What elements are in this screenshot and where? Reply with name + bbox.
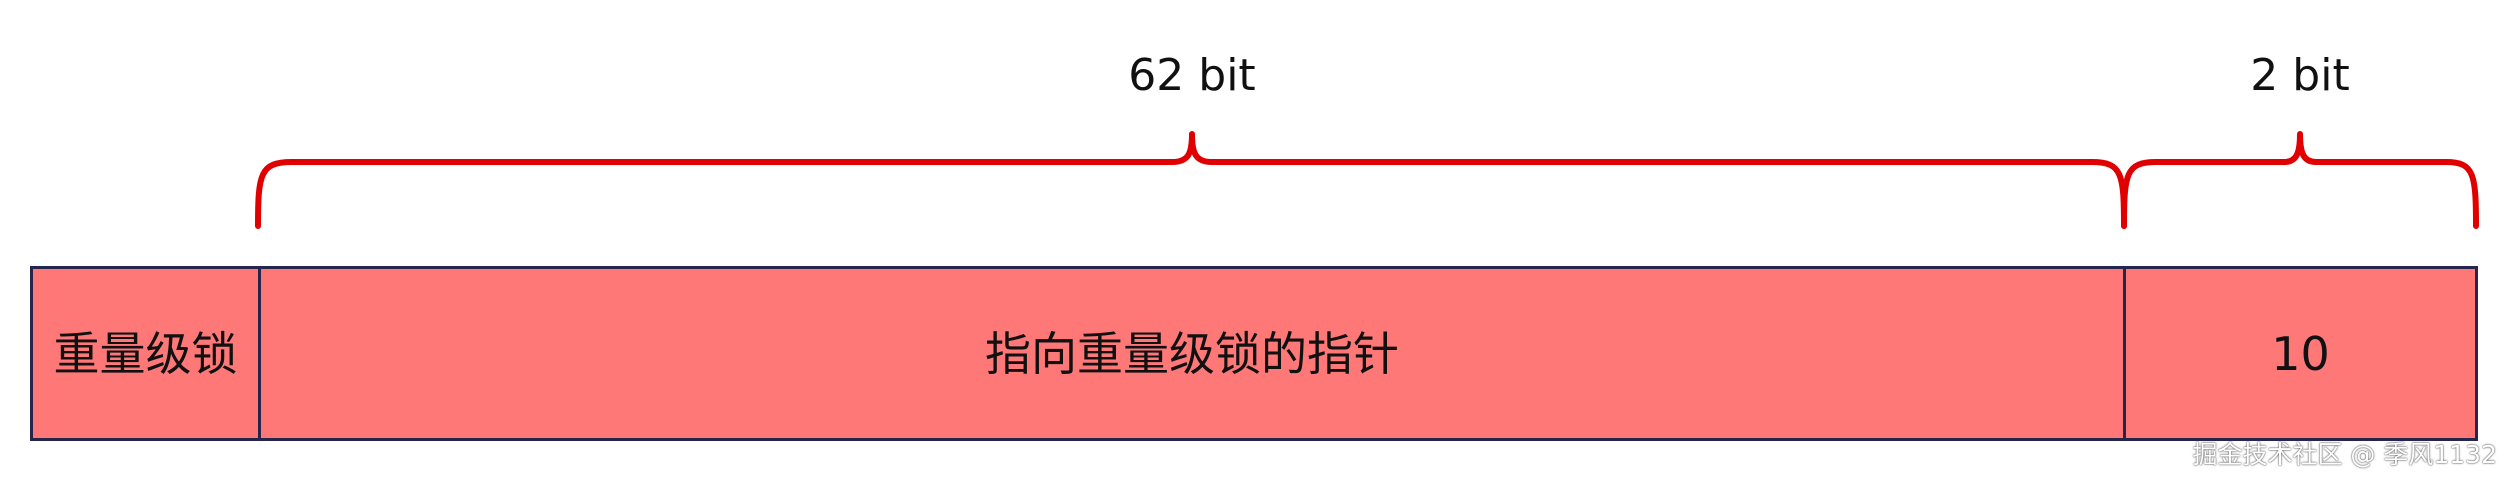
watermark-text: 掘金技术社区 @ 季风1132 (2192, 440, 2497, 469)
brace-label-62-bit: 62 bit (1128, 50, 1256, 101)
pointer-cell: 指向重量级锁的指针 (261, 266, 2126, 441)
lock-flag-cell: 10 (2126, 266, 2478, 441)
brace-label-2-bit: 2 bit (2250, 50, 2350, 101)
lock-state-cell: 重量级锁 (30, 266, 261, 441)
